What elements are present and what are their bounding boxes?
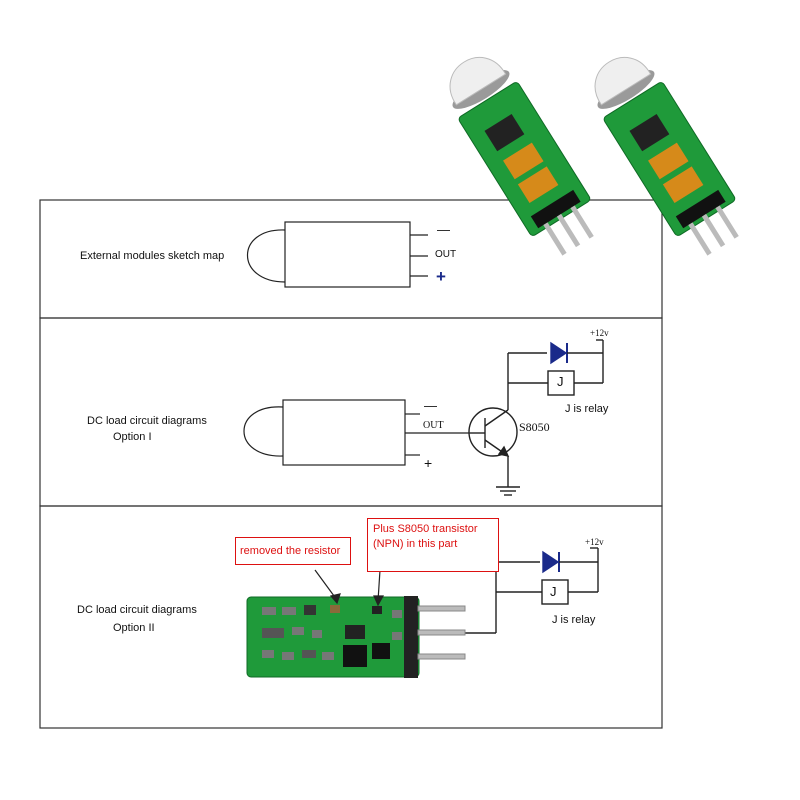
sketch-pin-minus: —: [437, 222, 450, 237]
option1-pin-plus: +: [424, 455, 433, 471]
option1-voltage-label: +12v: [590, 328, 609, 338]
sketch-caption: External modules sketch map: [80, 250, 225, 262]
sensor-product-photo-1: [449, 56, 594, 256]
sketch-pin-plus: +: [436, 267, 446, 286]
callout-plus-transistor: Plus S8050 transistor (NPN) in this part: [367, 518, 499, 572]
option1-relay-symbol: J: [557, 374, 564, 389]
sensor-product-photo-2: [594, 56, 739, 256]
option1-transistor-label: S8050: [519, 420, 550, 434]
option1-caption-line2: Option I: [113, 431, 152, 443]
option1-caption-line1: DC load circuit diagrams: [87, 415, 207, 427]
callout-removed-resistor: removed the resistor: [235, 537, 351, 565]
option2-relay-symbol: J: [550, 584, 557, 599]
option2-caption-line2: Option II: [113, 622, 155, 634]
sensor-module-sketch-2: [243, 399, 470, 466]
option2-relay-note: J is relay: [552, 614, 596, 626]
sensor-module-sketch-1: [247, 221, 428, 288]
pcb-module-photo: [246, 596, 466, 678]
callout-transistor-line2: (NPN) in this part: [373, 537, 458, 550]
option1-relay-note: J is relay: [565, 403, 609, 415]
sketch-pin-out: OUT: [435, 249, 457, 260]
option2-voltage-label: +12v: [585, 537, 604, 547]
callout-pointers: [314, 569, 385, 607]
relay-circuit-2: [463, 547, 599, 634]
option1-pin-minus: —: [424, 398, 437, 413]
callout-transistor-line1: Plus S8050 transistor: [373, 523, 478, 535]
ground-symbol: [496, 480, 520, 496]
panel-option2-frame: [39, 505, 663, 729]
option1-pin-out: OUT: [423, 420, 444, 431]
npn-transistor-symbol: [468, 385, 518, 480]
option2-caption-line1: DC load circuit diagrams: [77, 604, 197, 616]
relay-circuit-1: [507, 339, 604, 396]
